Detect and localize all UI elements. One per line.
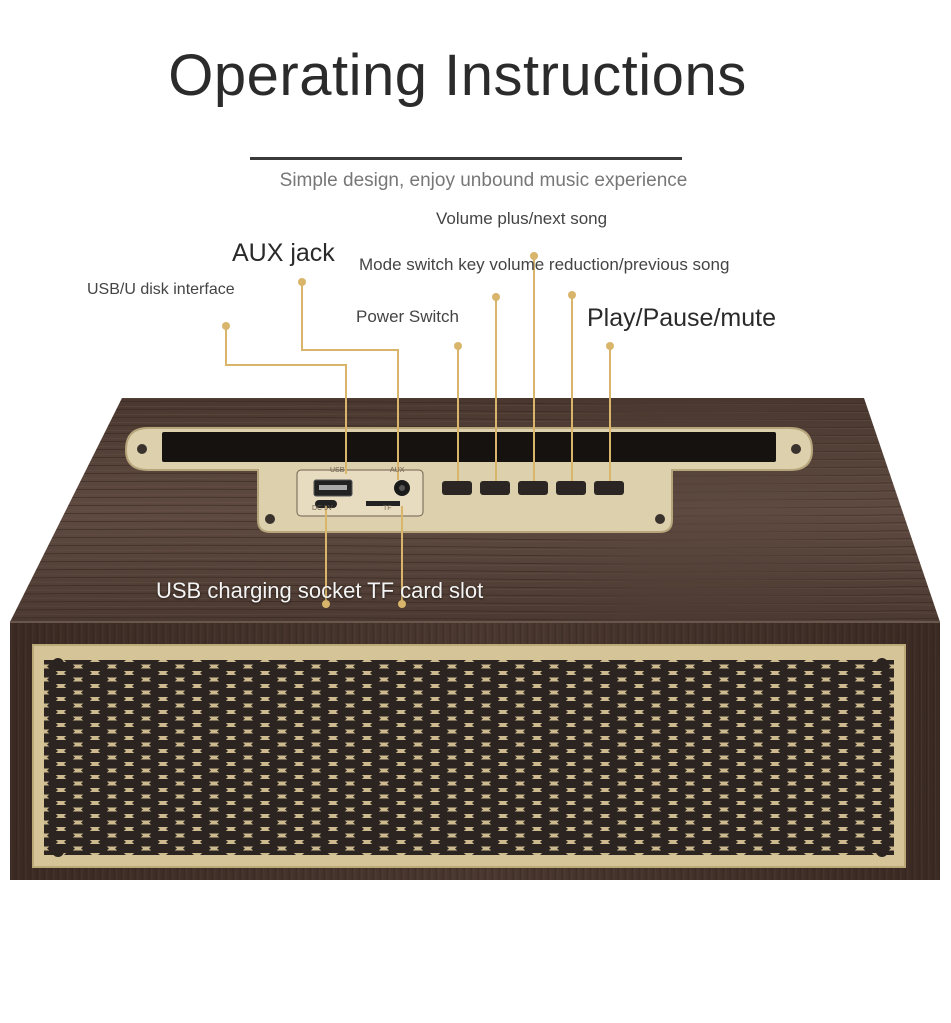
tf-slot-mark: TF: [383, 505, 392, 512]
page-subtitle: Simple design, enjoy unbound music exper…: [279, 170, 688, 191]
callout-usb-charging: USB charging socket TF card slot: [156, 578, 484, 603]
aux-port-mark: AUX: [390, 467, 405, 474]
title-divider: [250, 157, 682, 160]
callout-aux-jack: AUX jack: [232, 239, 335, 267]
callout-mode-switch: Mode switch key volume reduction/previou…: [359, 255, 730, 274]
callout-play-pause: Play/Pause/mute: [587, 304, 776, 332]
usb-port-mark: USB: [330, 467, 345, 474]
callout-volume-plus: Volume plus/next song: [436, 209, 608, 228]
callout-usb-disk: USB/U disk interface: [87, 281, 235, 298]
page-title: Operating Instructions: [168, 43, 747, 108]
dc-port-mark: DC 5V: [312, 505, 333, 512]
callout-power-switch: Power Switch: [356, 307, 459, 326]
